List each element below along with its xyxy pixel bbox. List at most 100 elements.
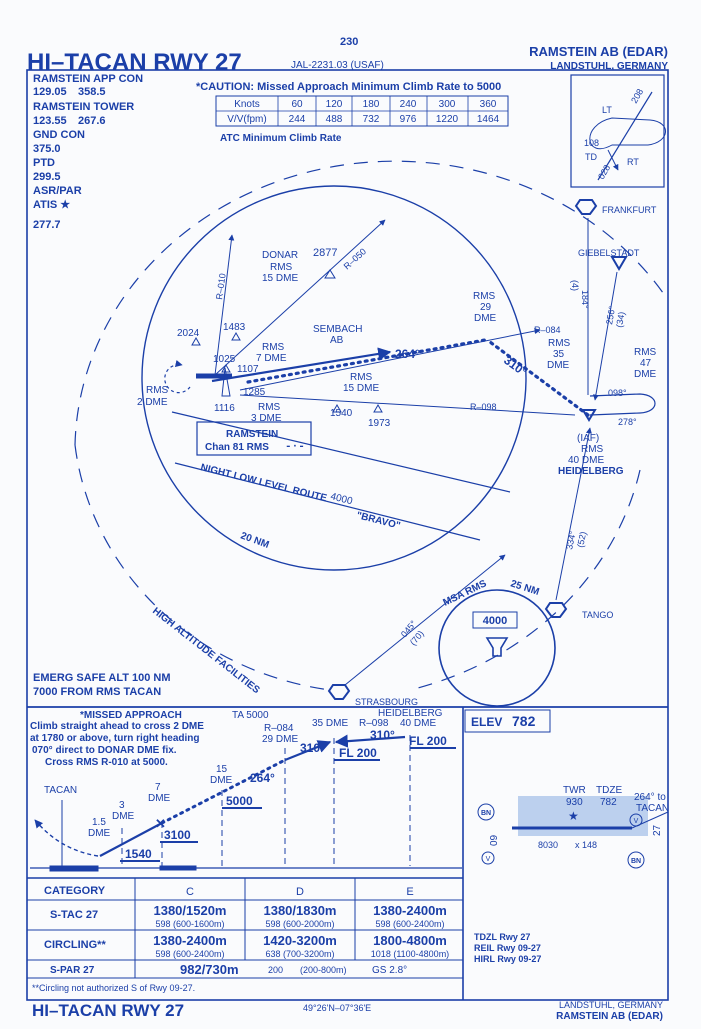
iaf-rms-label: RMS <box>581 444 604 455</box>
frankfurt-label: FRANKFURT <box>602 205 657 215</box>
ramstein-tacan-icon <box>221 367 231 397</box>
minima-spar-vis: (200-800m) <box>300 965 347 975</box>
minima-stac-d-hat: 598 (600-2000m) <box>265 919 334 929</box>
tdze-label: TDZE <box>596 785 622 796</box>
footer-coords: 49°26'N–07°36'E <box>303 1003 371 1013</box>
twr-alt: 930 <box>566 797 583 808</box>
minima-cat-e: E <box>406 886 413 898</box>
climb-vv-2: 488 <box>326 114 343 125</box>
vor-icon-1 <box>481 851 495 865</box>
ramstein-navaid-box <box>196 421 312 456</box>
obstacle-2877: 2877 <box>313 247 337 259</box>
obstacle-1483: 1483 <box>223 322 246 333</box>
climb-knots-4: 240 <box>400 99 417 110</box>
climb-vv-3: 732 <box>363 114 380 125</box>
minima-stac-e-hat: 598 (600-2400m) <box>375 919 444 929</box>
rms35-dme1: 35 <box>553 349 565 360</box>
route-line-2 <box>171 411 511 493</box>
hold-108-label: 108 <box>584 138 599 148</box>
frankfurt-vortac-icon <box>574 199 598 215</box>
descent-final <box>99 822 163 857</box>
course-264-arrow <box>211 347 392 383</box>
rms2-label: RMS <box>146 385 169 396</box>
profile-runway-mark <box>159 865 197 871</box>
profile-7dme: 7 <box>155 782 161 793</box>
minima-stac-c-hat: 598 (600-1600m) <box>155 919 224 929</box>
course-264-dotted <box>246 338 487 384</box>
profile-40dme: 40 DME <box>400 718 436 729</box>
radial-050-label: R–050 <box>342 246 368 271</box>
route-line-1 <box>174 462 481 541</box>
climb-vv-1: 244 <box>289 114 306 125</box>
climb-footer: ATC Minimum Climb Rate <box>220 133 342 144</box>
beacon-icon-1 <box>477 803 495 821</box>
comms-box: RAMSTEIN APP CON 129.05 358.5 RAMSTEIN T… <box>33 73 143 231</box>
obstacle-1025-icon <box>221 363 231 373</box>
vor-icon-2 <box>629 813 643 827</box>
climb-knots-5: 300 <box>439 99 456 110</box>
climb-vv-5: 1220 <box>436 114 459 125</box>
beacon-icon-2 <box>627 851 645 869</box>
faf-cross-icon: ✕ <box>155 816 166 831</box>
profile-ta: TA 5000 <box>232 710 269 721</box>
obstacle-2024-icon <box>191 336 201 346</box>
minima-note: **Circling not authorized S of Rwy 09-27… <box>32 983 195 993</box>
profile-15dme-b: DME <box>210 775 233 786</box>
obstacle-1025: 1025 <box>213 354 236 365</box>
feeder-256-label: 256° <box>604 305 617 325</box>
minima-circling-d-hat: 638 (700-3200m) <box>265 949 334 959</box>
minima-cat-c: C <box>186 886 194 898</box>
descent-310a <box>284 740 332 762</box>
caution-title: *CAUTION: Missed Approach Minimum Climb … <box>196 81 501 93</box>
climb-knots-6: 360 <box>480 99 497 110</box>
rms47-dme2: DME <box>634 369 657 380</box>
profile-1540: 1540 <box>125 847 152 861</box>
radial-050 <box>214 219 386 376</box>
tdze-alt: 782 <box>600 797 617 808</box>
missed-line2: Climb straight ahead to cross 2 DME <box>30 721 204 732</box>
rms35-dme2: DME <box>547 360 570 371</box>
donar-dme-label: 15 DME <box>262 273 298 284</box>
tower-star-icon: ★ <box>568 809 579 823</box>
comm-tower: RAMSTEIN TOWER <box>33 101 134 113</box>
minima-stac-d: 1380/1830m <box>263 903 336 918</box>
comm-atis: ATIS ★ <box>33 199 70 211</box>
rms15-dme-label: 15 DME <box>343 383 379 394</box>
obstacle-2877-icon <box>324 269 336 279</box>
profile-15dme: 15 <box>216 764 228 775</box>
obstacle-1107: 1107 <box>237 364 259 375</box>
light-reil: REIL Rwy 09-27 <box>474 943 541 953</box>
strasbourg-vortac-icon <box>327 684 351 700</box>
light-tdzl: TDZL Rwy 27 <box>474 932 530 942</box>
haf-ring-upper <box>74 160 669 446</box>
comm-app-freq1: 129.05 <box>33 86 67 98</box>
iaf-hold-098: 098° <box>608 388 627 398</box>
haf-ring-right <box>409 469 641 691</box>
donar-rms-label: RMS <box>270 262 293 273</box>
rms47-label: RMS <box>634 347 657 358</box>
minima-circling-c: 1380-2400m <box>153 933 227 948</box>
comm-ptd: PTD <box>33 157 55 169</box>
feeder-334-label: 334° <box>564 530 578 551</box>
heidelberg-iaf-icon <box>581 409 597 422</box>
profile-fl200a: FL 200 <box>339 746 377 760</box>
msa-nm-label: 25 NM <box>509 578 540 598</box>
minima-circling-d: 1420-3200m <box>263 933 337 948</box>
sembach-label: SEMBACH <box>313 324 362 335</box>
rwy-length: 8030 <box>538 840 558 850</box>
climb-knots-3: 180 <box>363 99 380 110</box>
minima-circling-c-hat: 598 (600-2400m) <box>155 949 224 959</box>
route-bravo-label: "BRAVO" <box>355 510 401 532</box>
minima-cat-d: D <box>296 886 304 898</box>
comm-gnd: GND CON <box>33 129 85 141</box>
radial-098 <box>239 394 576 416</box>
obstacle-1285: 1285 <box>243 387 266 398</box>
climb-rate-table: Knots V/V(fpm) 60 120 180 240 300 360 24… <box>215 95 509 127</box>
missed-line4: 070° direct to DONAR DME fix. <box>32 745 177 756</box>
minima-table: CATEGORY C D E S-TAC 27 1380/1520m 598 (… <box>27 877 464 1000</box>
emerg-line1: EMERG SAFE ALT 100 NM <box>33 672 171 684</box>
profile-runway <box>49 865 99 872</box>
msa-alt-box <box>472 611 518 629</box>
profile-r084: R–084 <box>264 723 294 734</box>
climb-knots-label: Knots <box>234 99 260 110</box>
